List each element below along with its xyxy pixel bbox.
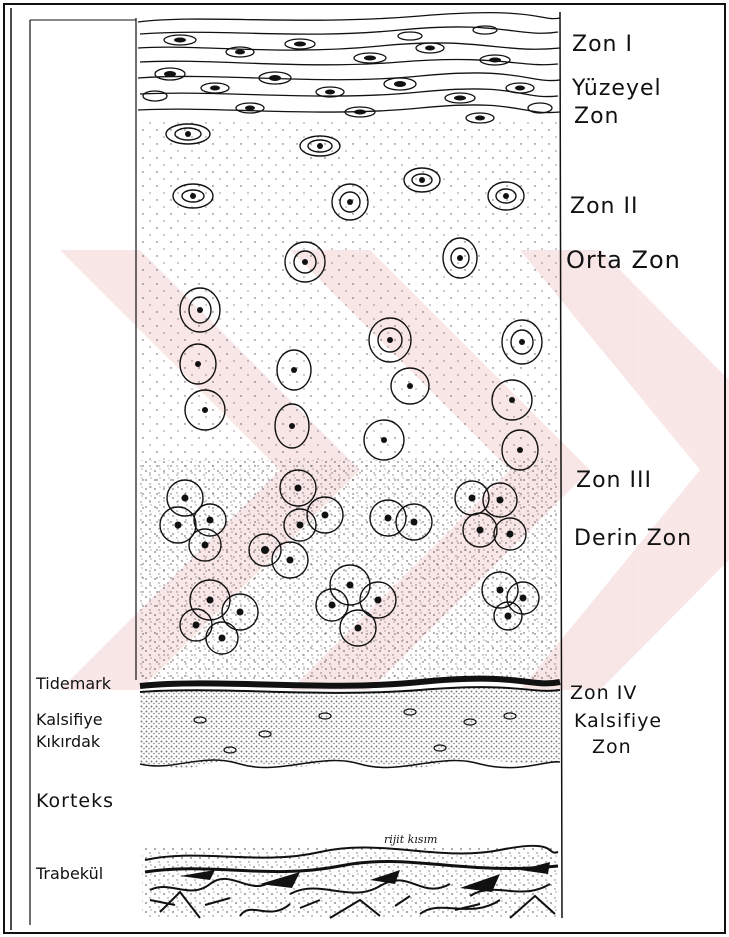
label-superficial-line2: Zon <box>574 106 619 128</box>
label-zone2: Zon II <box>570 196 638 218</box>
label-zone4: Zon IV <box>570 684 637 703</box>
label-zone3: Zon III <box>576 470 652 492</box>
label-middle-zone: Orta Zon <box>566 248 681 272</box>
label-trabecular: Trabekül <box>36 866 103 882</box>
label-superficial-line1: Yüzeyel <box>572 78 662 100</box>
label-calcified-cartilage-line2: Kıkırdak <box>36 734 100 750</box>
inner-right-border <box>560 12 562 918</box>
small-note: rijit kısım <box>384 834 437 845</box>
label-calcified-line1: Kalsifiye <box>574 712 662 731</box>
zone4-calcified-cartilage <box>140 687 560 768</box>
label-cortex: Korteks <box>36 792 114 811</box>
zone1-superficial-cells <box>138 13 560 123</box>
label-tidemark: Tidemark <box>36 676 111 692</box>
label-calcified-line2: Zon <box>592 738 632 757</box>
label-calcified-cartilage-line1: Kalsifiye <box>36 712 103 728</box>
zone1-nuclei <box>164 38 525 121</box>
label-deep-zone: Derin Zon <box>574 528 692 550</box>
label-zone1: Zon I <box>572 34 633 56</box>
